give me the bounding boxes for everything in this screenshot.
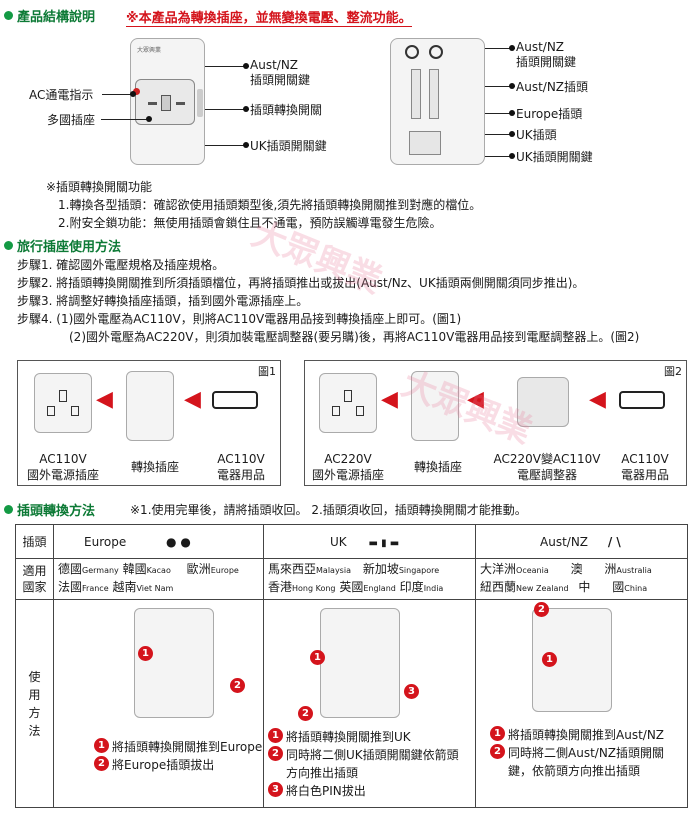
europe-slot <box>411 69 421 119</box>
fig2-appliance-label: AC110V 電器用品 <box>620 452 669 482</box>
aust-nz-pin-left <box>405 45 419 59</box>
step-1: 步驟1. 確認國外電壓規格及插座規格。 <box>17 258 225 272</box>
label-uk-switch-back: UK插頭開關鍵 <box>516 150 593 164</box>
europe-plug-symbol-icon: ● ● <box>166 534 191 549</box>
travel-steps: 步驟1. 確認國外電壓規格及插座規格。 步驟2. 將插頭轉換開關推到所須插頭檔位… <box>17 256 639 346</box>
label-uk-plug: UK插頭 <box>516 128 557 142</box>
side-switch-rail <box>197 89 203 117</box>
arrow-left-icon: ◀ <box>96 387 113 412</box>
figure-2-tag: 圖2 <box>664 365 682 378</box>
plug-uk: UK ▬ ▮ ▬ <box>263 524 476 559</box>
plug-icon <box>212 391 258 409</box>
label-europe-plug: Europe插頭 <box>516 107 583 121</box>
conversion-note: ※1.使用完畢後，請將插頭收回。 2.插頭須收回，插頭轉換開關才能推動。 <box>130 503 527 517</box>
green-bullet-icon <box>4 11 13 20</box>
step-2-badge: 2 <box>298 706 313 721</box>
figure-1-tag: 圖1 <box>258 365 276 378</box>
label-uk-switch-front: UK插頭開關鍵 <box>250 139 327 153</box>
countries-aust-nz: 大洋洲Oceania 澳 洲Australia 紐西蘭New Zealand 中… <box>475 558 688 600</box>
uk-usage-image <box>320 608 400 718</box>
label-aust-nz-switch-front: Aust/NZ 插頭開關鍵 <box>250 58 311 87</box>
section-title-conversion: 插頭轉換方法 <box>4 500 95 519</box>
countries-europe: 德國Germany 韓國Kacao 歐洲Europe 法國France 越南Vi… <box>53 558 264 600</box>
row-header-usage: 使 用 方 法 <box>15 599 54 808</box>
adapter-back-image <box>390 38 485 165</box>
plug-europe: Europe ● ● <box>53 524 264 559</box>
figure-1: 圖1 ◀ ◀ AC110V 國外電源插座 轉換插座 AC110V 電器用品 <box>17 360 281 486</box>
aust-nz-plug-symbol-icon: / \ <box>607 534 621 549</box>
adapter-icon <box>411 371 459 441</box>
step-2: 步驟2. 將插頭轉換開關推到所須插頭檔位，再將插頭推出或拔出(Aust/Nz、U… <box>17 276 585 290</box>
uk-plug-symbol-icon: ▬ ▮ ▬ <box>368 537 400 549</box>
step-2-badge: 2 <box>534 602 549 617</box>
green-bullet-icon <box>4 505 13 514</box>
step-3: 步驟3. 將調整好轉換插座插頭，插到國外電源插座上。 <box>17 294 309 308</box>
voltage-regulator-icon <box>517 377 569 427</box>
fig2-regulator-label: AC220V變AC110V 電壓調整器 <box>493 452 601 482</box>
step-4: 步驟4. (1)國外電壓為AC110V，則將AC110V電器用品接到轉換插座上即… <box>17 312 462 326</box>
step-1-badge: 1 <box>542 652 557 667</box>
ac-indicator-light <box>133 88 140 95</box>
green-bullet-icon <box>4 241 13 250</box>
arrow-left-icon: ◀ <box>467 387 484 412</box>
section-title-structure: 產品結構說明 <box>4 6 95 25</box>
arrow-left-icon: ◀ <box>184 387 201 412</box>
step-4-2: (2)國外電壓為AC220V，則須加裝電壓調整器(要另購)後，再將AC110V電… <box>69 330 640 344</box>
label-ac-indicator: AC通電指示 <box>29 88 94 102</box>
label-multi-socket: 多國插座 <box>47 113 96 127</box>
row-header-plug: 插頭 <box>15 524 54 559</box>
fig1-appliance-label: AC110V 電器用品 <box>216 452 265 482</box>
multi-socket-face <box>135 79 195 125</box>
step-2-badge: 2 <box>230 678 245 693</box>
conversion-table: 插頭 Europe ● ● UK ▬ ▮ ▬ Aust/NZ / \ 適用 國家… <box>15 524 688 808</box>
fig1-wall-label: AC110V 國外電源插座 <box>26 452 99 482</box>
wall-socket-icon <box>34 373 92 433</box>
plug-icon <box>619 391 665 409</box>
device-brand: 大眾興業 <box>137 47 162 54</box>
plug-aust-nz: Aust/NZ / \ <box>475 524 688 559</box>
step-1-badge: 1 <box>310 650 325 665</box>
label-aust-nz-switch-back: Aust/NZ 插頭開關鍵 <box>516 40 577 69</box>
figure-2: 圖2 ◀ ◀ ◀ AC220V 國外電源插座 轉換插座 AC220V變AC110… <box>304 360 687 486</box>
step-3-badge: 3 <box>404 684 419 699</box>
step-1-badge: 1 <box>138 646 153 661</box>
table-row-countries: 適用 國家 德國Germany 韓國Kacao 歐洲Europe 法國Franc… <box>15 558 688 600</box>
switch-function-note: ※插頭轉換開關功能 1.轉換各型插頭：確認欲使用插頭類型後,須先將插頭轉換開關推… <box>46 180 482 230</box>
fig1-adapter-label: 轉換插座 <box>130 460 179 474</box>
aust-nz-pin-right <box>429 45 443 59</box>
countries-uk: 馬來西亞Malaysia 新加坡Singapore 香港Hong Kong 英國… <box>263 558 476 600</box>
notice-text: ※本產品為轉換插座，並無變換電壓、整流功能。 <box>126 11 412 27</box>
europe-usage-image <box>134 608 214 718</box>
adapter-icon <box>126 371 174 441</box>
row-header-countries: 適用 國家 <box>15 558 54 600</box>
fig2-wall-label: AC220V 國外電源插座 <box>311 452 384 482</box>
arrow-left-icon: ◀ <box>381 387 398 412</box>
arrow-left-icon: ◀ <box>589 387 606 412</box>
label-aust-nz-plug: Aust/NZ插頭 <box>516 80 589 94</box>
label-plug-switch-front: 插頭轉換開關 <box>250 103 323 117</box>
fig2-adapter-label: 轉換插座 <box>413 460 462 474</box>
uk-slot <box>409 131 441 155</box>
table-row-plug: 插頭 Europe ● ● UK ▬ ▮ ▬ Aust/NZ / \ <box>15 524 688 559</box>
section-title-travel: 旅行插座使用方法 <box>4 236 121 255</box>
wall-socket-icon <box>319 373 377 433</box>
adapter-front-image: 大眾興業 <box>130 38 205 165</box>
